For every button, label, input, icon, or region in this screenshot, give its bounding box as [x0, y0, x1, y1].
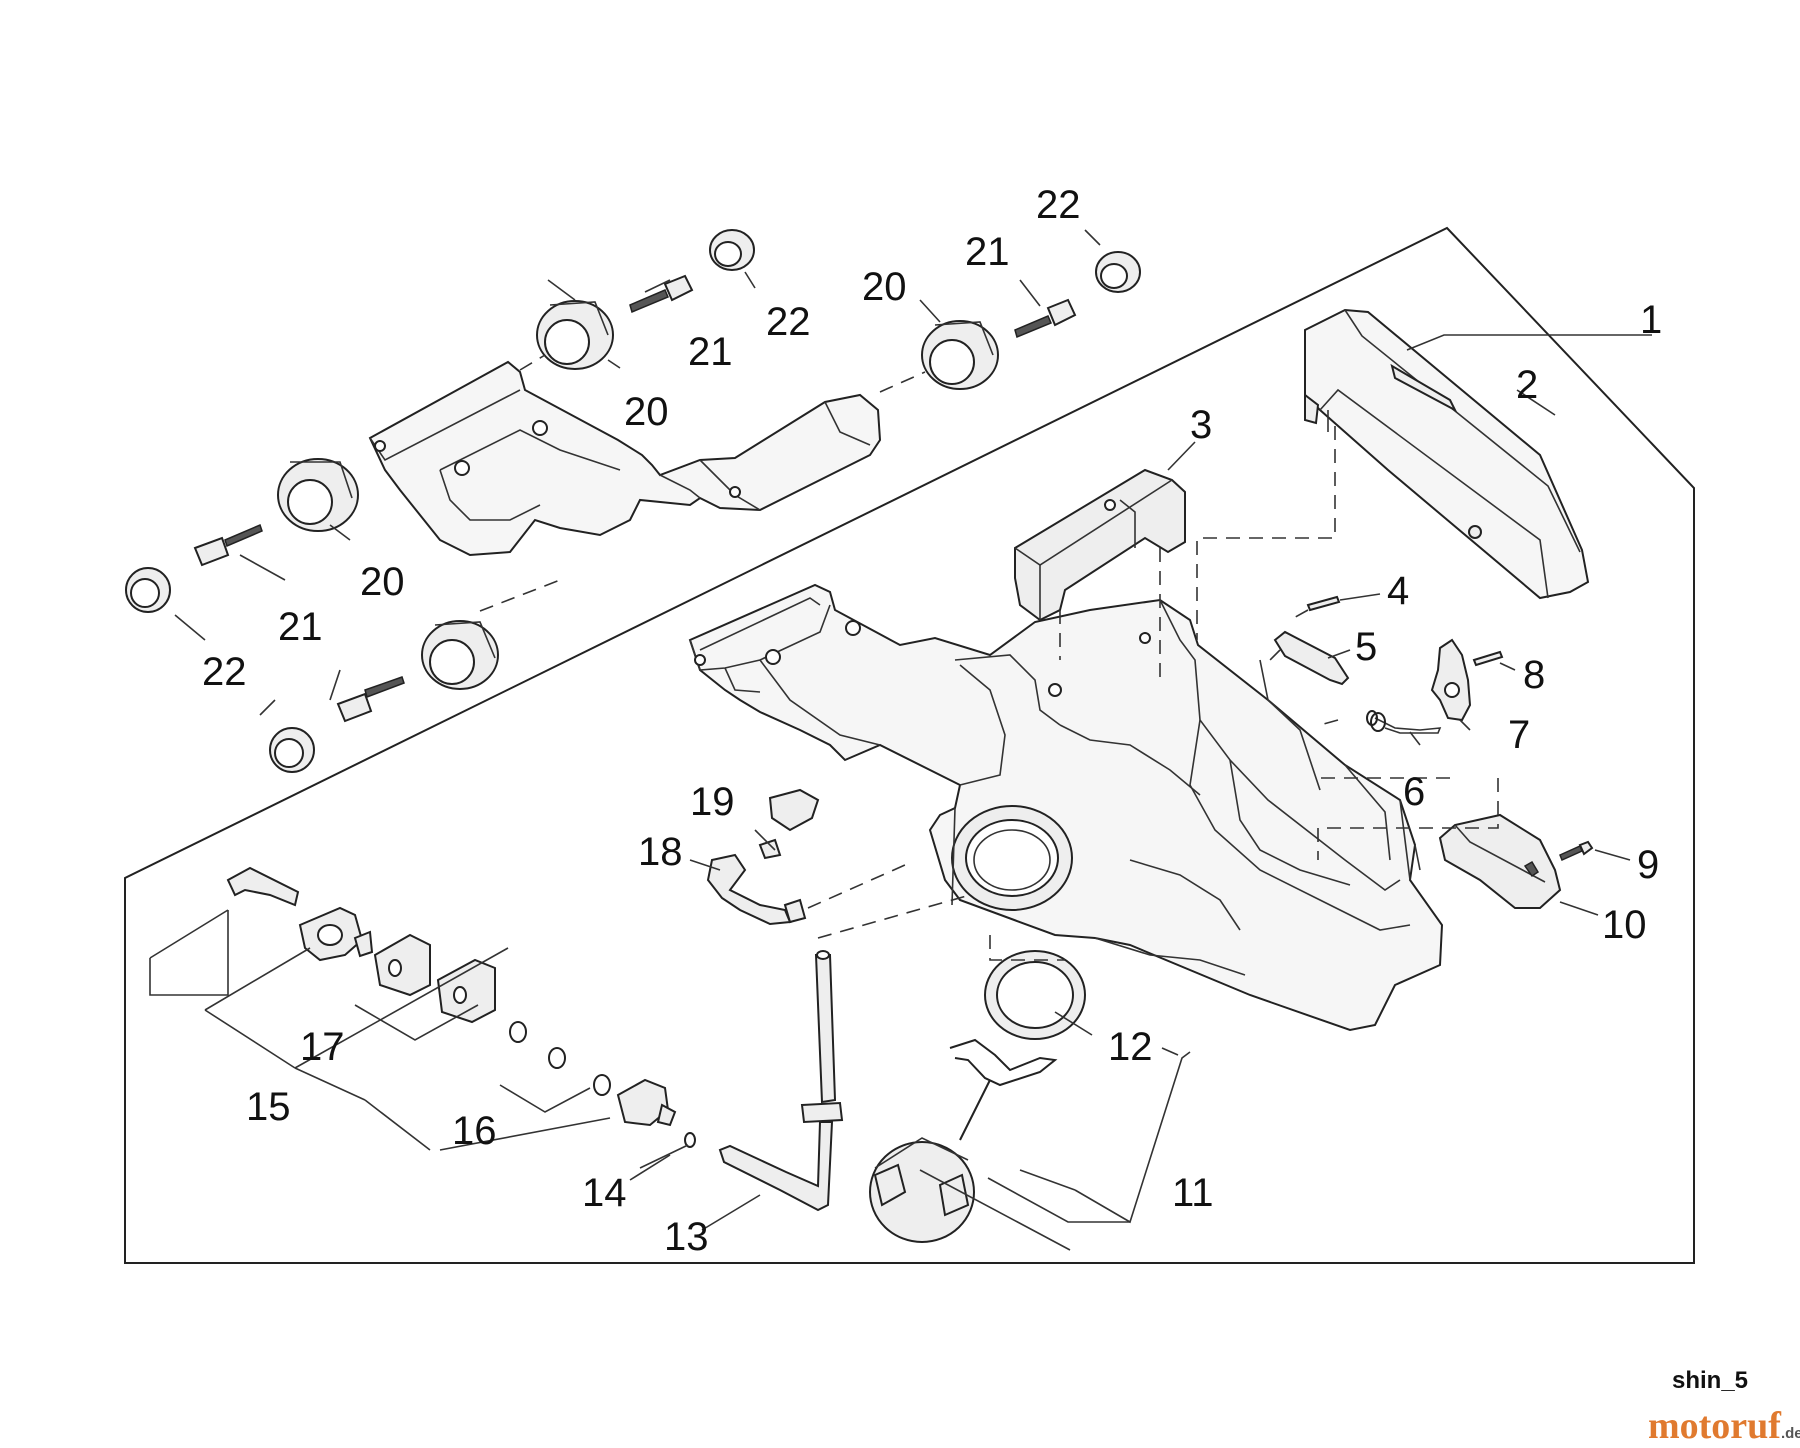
leader-lines: [149, 229, 1652, 1251]
callout-7: 7: [1508, 713, 1530, 757]
callout-19: 19: [690, 780, 735, 824]
part-bushing-17a: [373, 933, 431, 997]
part-pump-15: [298, 906, 374, 962]
callout-9: 9: [1637, 843, 1659, 887]
assembly-guide-lines: [479, 354, 1499, 961]
part-orings-16: [509, 1021, 611, 1096]
part-bushing-17b: [436, 958, 496, 1024]
part-pin-8: [1472, 650, 1504, 667]
part-strap-11: [949, 1038, 1058, 1141]
part-latch-5: [1273, 630, 1350, 686]
callout-17: 17: [300, 1025, 345, 1069]
callout-16: 16: [452, 1109, 497, 1153]
part-buffer-20a: [536, 300, 614, 370]
part-screw-21c: [193, 523, 263, 567]
part-buffer-20d: [421, 620, 499, 690]
part-gasket-12: [984, 950, 1086, 1040]
part-screw-21a: [629, 274, 694, 314]
part-lever-7: [1430, 638, 1472, 722]
callout-21b: 21: [965, 230, 1010, 274]
assembly-outline: [124, 226, 1695, 1264]
part-cover-plate-10: [1438, 813, 1562, 909]
part-buffer-20b: [921, 320, 999, 390]
callout-13: 13: [664, 1215, 709, 1259]
callout-20b: 20: [862, 265, 907, 309]
part-collar-22d: [269, 727, 315, 773]
part-clip-15: [226, 866, 300, 907]
callout-15: 15: [246, 1085, 291, 1129]
callout-22c: 22: [202, 650, 247, 694]
part-fuel-cap-11: [869, 1137, 975, 1243]
part-spring-6: [1366, 710, 1442, 734]
part-pin-4: [1306, 595, 1341, 612]
part-crankcase-housing: [688, 583, 1444, 1032]
part-screw-21d: [336, 676, 405, 723]
part-bracket: [1014, 468, 1186, 622]
watermark-logo: motoruf.de: [1648, 1404, 1800, 1448]
callout-1: 1: [1640, 298, 1662, 342]
watermark-tld: .de: [1780, 1425, 1800, 1442]
part-nipple-19: [758, 788, 820, 860]
callout-21c: 21: [278, 605, 323, 649]
callout-10: 10: [1602, 903, 1647, 947]
callout-5: 5: [1355, 625, 1377, 669]
callout-20a: 20: [624, 390, 669, 434]
watermark-text: motoruf: [1648, 1405, 1781, 1447]
callout-21a: 21: [688, 330, 733, 374]
part-screw-9: [1559, 840, 1594, 862]
callout-14: 14: [582, 1171, 627, 1215]
callout-11: 11: [1172, 1171, 1214, 1215]
part-collar-22c: [125, 567, 171, 613]
callout-3: 3: [1190, 403, 1212, 447]
part-buffer-20c: [277, 458, 359, 532]
part-screw-21b: [1014, 298, 1077, 339]
callout-8: 8: [1523, 653, 1545, 697]
part-nozzle-14: [616, 1078, 696, 1148]
callout-4: 4: [1387, 569, 1409, 613]
callout-12: 12: [1108, 1025, 1153, 1069]
diagram-id-label: shin_5: [1672, 1367, 1749, 1394]
part-hose-18: [706, 853, 807, 926]
callout-22b: 22: [1036, 183, 1081, 227]
part-top-cover: [1304, 308, 1590, 600]
callout-18: 18: [638, 830, 683, 874]
part-collar-22b: [1095, 251, 1141, 293]
part-upper-rail: [368, 360, 882, 557]
part-oil-pipe-13: [718, 950, 844, 1212]
callout-22a: 22: [766, 300, 811, 344]
callout-labels: 1 2 3 4 5 6 7 8 9 10 11 12 13 14 15 16 1…: [202, 183, 1662, 1259]
callout-6: 6: [1403, 770, 1425, 814]
callout-2: 2: [1516, 363, 1538, 407]
part-collar-22a: [709, 229, 755, 271]
callout-20c: 20: [360, 560, 405, 604]
